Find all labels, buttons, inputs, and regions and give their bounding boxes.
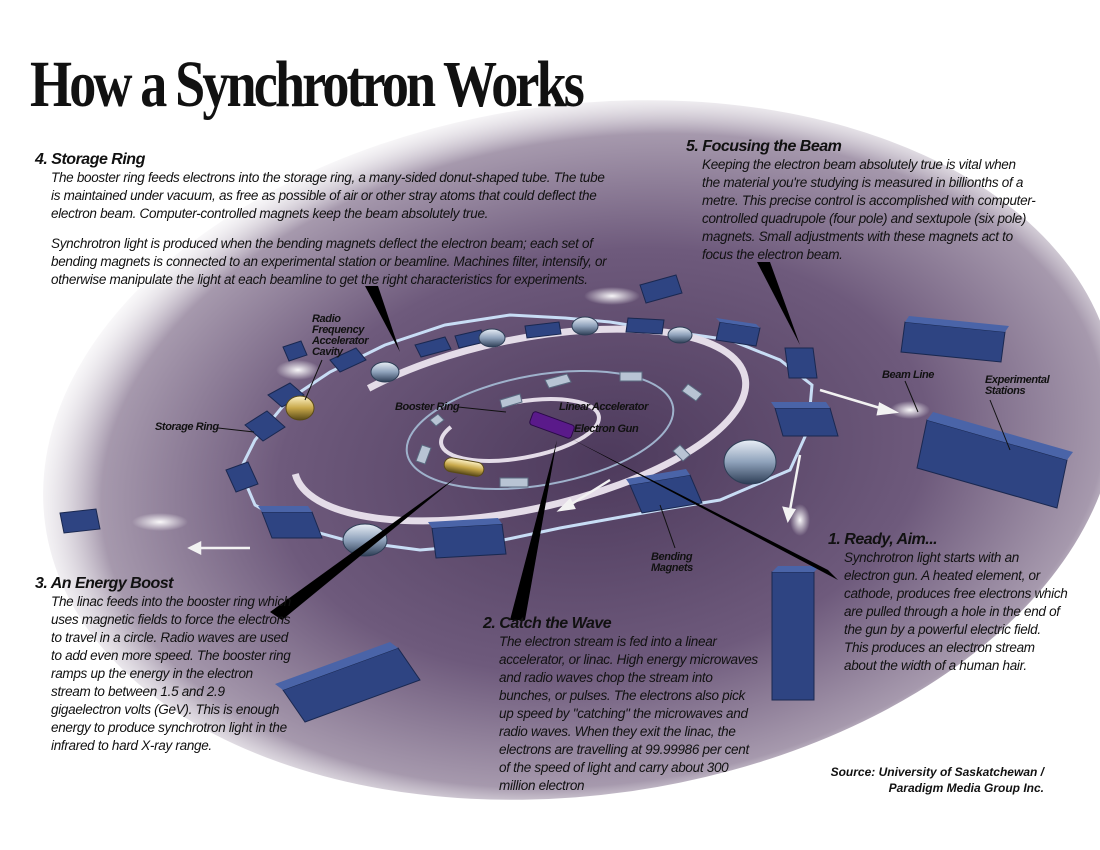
section-storage-ring: 4. Storage Ring The booster ring feeds e… xyxy=(35,150,615,289)
section-paragraph: The linac feeds into the booster ring wh… xyxy=(51,594,291,753)
electron-gun xyxy=(529,411,575,439)
magnet-highlights xyxy=(258,318,830,528)
booster-ring-magnets xyxy=(415,371,703,488)
section-paragraph: Synchrotron light starts with an electro… xyxy=(844,550,1068,673)
section-focusing-beam: 5. Focusing the Beam Keeping the electro… xyxy=(686,137,1036,264)
storage-ring-magnets xyxy=(225,317,839,559)
source-line-2: Paradigm Media Group Inc. xyxy=(888,781,1044,795)
source-credit: Source: University of Saskatchewan / Par… xyxy=(831,764,1044,796)
section-paragraph: The electron stream is fed into a linear… xyxy=(499,634,758,793)
section-energy-boost: 3. An Energy Boost The linac feeds into … xyxy=(35,574,295,755)
focusing-magnets xyxy=(342,316,777,557)
section-ready-aim: 1. Ready, Aim... Synchrotron light start… xyxy=(828,530,1068,675)
callout-pointers xyxy=(270,262,838,620)
linac-segment xyxy=(443,457,485,477)
section-heading: 5. Focusing the Beam xyxy=(686,138,842,155)
label-linear-accelerator: Linear Accelerator xyxy=(559,401,648,413)
label-leaders xyxy=(217,359,1011,549)
section-heading: 3. An Energy Boost xyxy=(35,575,173,592)
booster-ring-path xyxy=(405,369,675,491)
label-electron-gun: Electron Gun xyxy=(574,423,639,435)
section-heading: 4. Storage Ring xyxy=(35,151,145,168)
section-paragraph: The booster ring feeds electrons into th… xyxy=(51,170,605,221)
section-catch-wave: 2. Catch the Wave The electron stream is… xyxy=(483,614,758,795)
label-bending-magnets: Bending Magnets xyxy=(651,551,693,574)
label-storage-ring: Storage Ring xyxy=(155,421,219,433)
background-halo xyxy=(43,100,1100,800)
label-beam-line: Beam Line xyxy=(882,369,935,381)
source-line-1: Source: University of Saskatchewan / xyxy=(830,765,1044,779)
label-rf-cavity: Radio Frequency Accelerator Cavity xyxy=(312,313,369,358)
page-title: How a Synchrotron Works xyxy=(30,48,585,121)
label-experimental-stations: Experimental Stations xyxy=(985,374,1050,397)
section-paragraph: Synchrotron light is produced when the b… xyxy=(51,236,607,287)
label-booster-ring: Booster Ring xyxy=(395,401,460,413)
section-heading: 1. Ready, Aim... xyxy=(828,531,938,548)
section-heading: 2. Catch the Wave xyxy=(483,615,612,632)
section-paragraph: Keeping the electron beam absolutely tru… xyxy=(702,157,1036,262)
rf-cavity xyxy=(285,395,315,421)
